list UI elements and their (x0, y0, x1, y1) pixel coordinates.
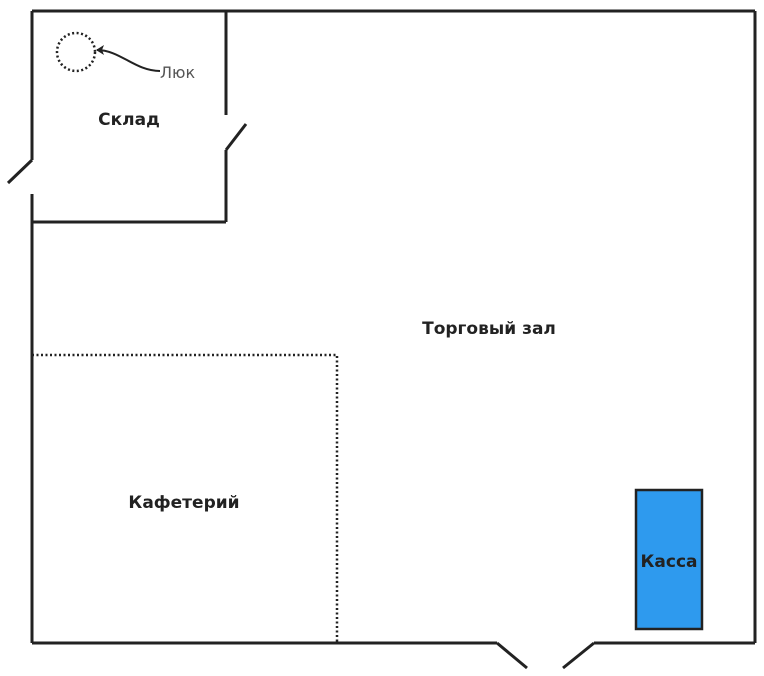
doors (6, 123, 595, 670)
storage-label: Склад (98, 110, 160, 130)
hatch-leader-line (96, 49, 161, 72)
door-entrance-right-leaf[interactable] (562, 641, 595, 670)
hatch-label: Люк (160, 63, 196, 82)
cashier-label: Касса (641, 552, 698, 572)
cashier-desk (634, 488, 704, 631)
hall-label: Торговый зал (422, 319, 556, 339)
arrow-head-icon (96, 45, 104, 55)
door-entrance-left-leaf[interactable] (496, 641, 528, 670)
door-exterior-storage[interactable] (6, 158, 34, 185)
storage-walls (32, 11, 228, 224)
hatch-circle-icon (55, 31, 97, 73)
door-storage-hall[interactable] (224, 123, 248, 151)
cafeteria-label: Кафетерий (128, 493, 239, 513)
